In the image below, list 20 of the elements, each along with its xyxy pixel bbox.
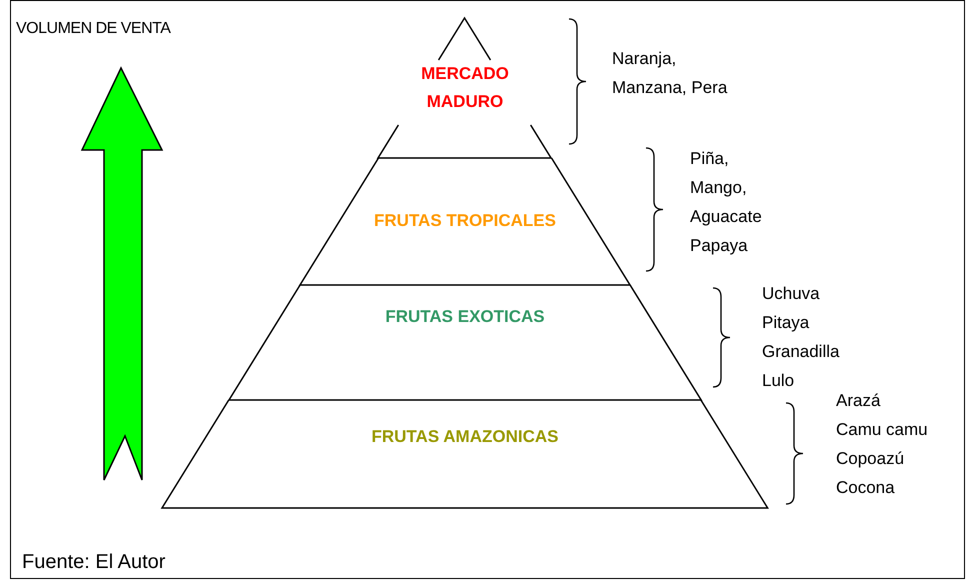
fruit-name: Manzana, Pera bbox=[612, 77, 728, 99]
fruit-name: Camu camu bbox=[836, 419, 928, 441]
fruit-name: Piña, bbox=[690, 148, 729, 170]
fruit-name: Lulo bbox=[762, 370, 794, 392]
fruit-name: Pitaya bbox=[762, 312, 810, 334]
fruit-name: Arazá bbox=[836, 390, 880, 412]
fruit-name: Uchuva bbox=[762, 283, 820, 305]
fruit-name: Granadilla bbox=[762, 341, 840, 363]
fruit-name: Papaya bbox=[690, 235, 748, 257]
fruit-name: Aguacate bbox=[690, 206, 762, 228]
fruit-name: Copoazú bbox=[836, 448, 904, 470]
fruit-name: Mango, bbox=[690, 177, 747, 199]
tier-label: FRUTAS AMAZONICAS bbox=[370, 426, 560, 448]
fruit-name: Cocona bbox=[836, 477, 895, 499]
tier-label: FRUTAS EXOTICAS bbox=[384, 306, 546, 328]
axis-label: VOLUMEN DE VENTA bbox=[16, 20, 170, 38]
tier-label: FRUTAS TROPICALES bbox=[373, 210, 557, 232]
fruit-name: Naranja, bbox=[612, 48, 676, 70]
source-caption: Fuente: El Autor bbox=[22, 551, 166, 574]
tier-label: MERCADO MADURO bbox=[420, 63, 510, 113]
